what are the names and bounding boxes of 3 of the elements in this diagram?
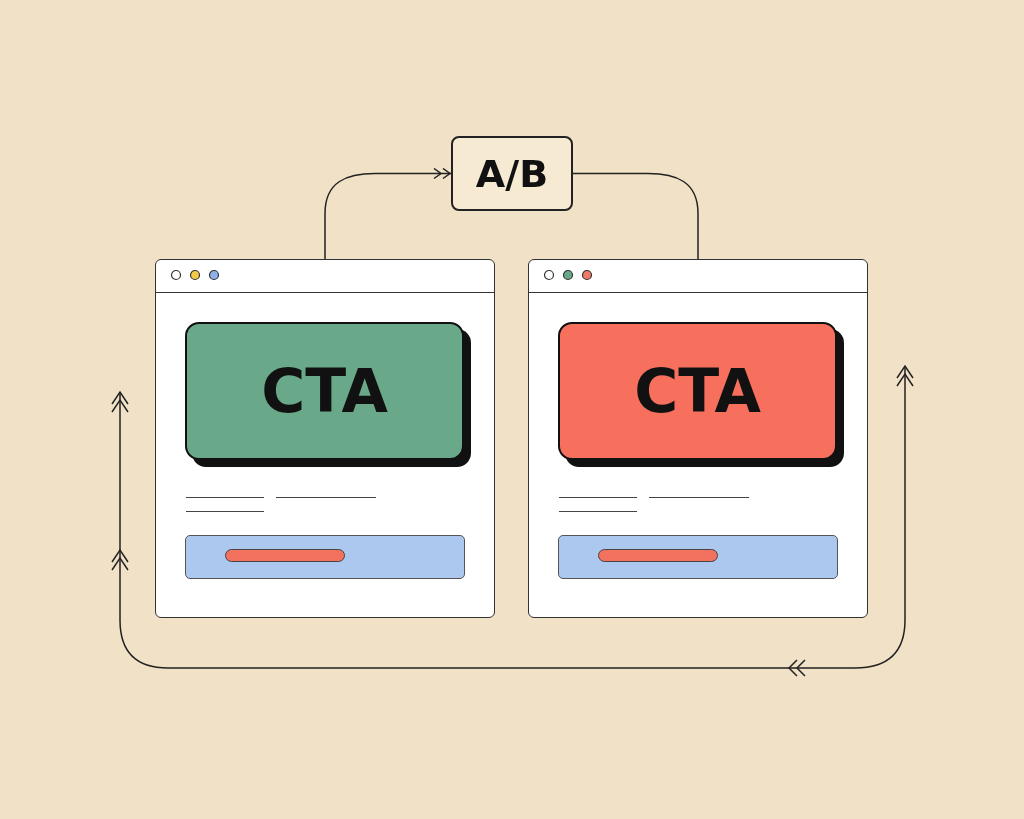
browser-window <box>528 259 868 618</box>
browser-window <box>155 259 495 618</box>
label-box: A/B <box>451 136 573 211</box>
